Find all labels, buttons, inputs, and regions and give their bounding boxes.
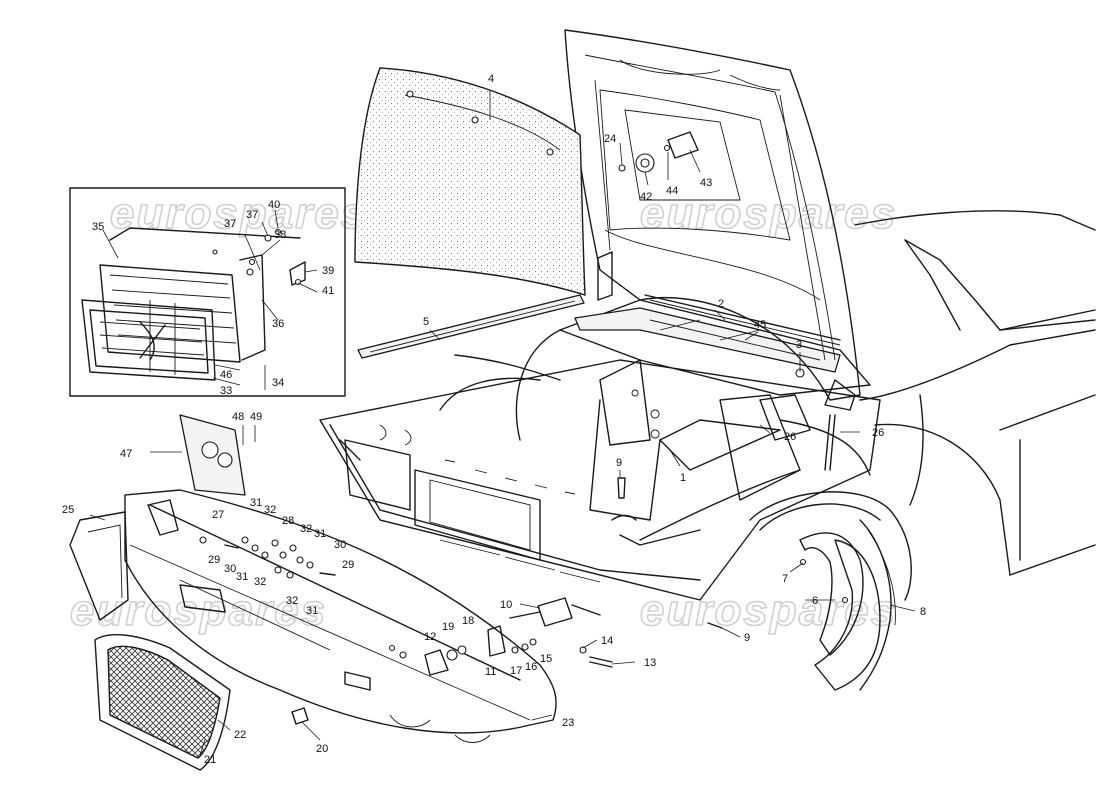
watermark-text: eurospares (640, 189, 897, 238)
engine-bay (439, 251, 871, 546)
callout-23: 23 (562, 717, 574, 729)
callout-5: 5 (423, 316, 429, 328)
callout-20: 20 (316, 743, 328, 755)
inset-grille-assembly (81, 227, 306, 381)
callout-9b: 9 (744, 632, 750, 644)
watermark-group: eurospares eurospares eurospares eurospa… (69, 188, 897, 636)
callout-31c: 31 (314, 528, 326, 540)
callout-8: 8 (920, 606, 926, 618)
callout-27: 27 (212, 509, 224, 521)
callout-43: 43 (700, 177, 712, 189)
callout-31: 31 (250, 497, 262, 509)
leader-lines (89, 90, 916, 756)
callout-29b: 29 (342, 559, 354, 571)
hood-insulation-pad (354, 67, 586, 296)
callout-25: 25 (62, 504, 74, 516)
watermark-text: eurospares (70, 586, 327, 635)
callout-41: 41 (322, 285, 334, 297)
wheel-arch-liner (799, 519, 896, 691)
callout-38: 38 (274, 229, 286, 241)
callout-26: 26 (784, 431, 796, 443)
watermark-text: eurospares (110, 189, 367, 238)
callout-30: 30 (224, 563, 236, 575)
callout-48: 48 (232, 411, 244, 423)
callout-33: 33 (220, 385, 232, 397)
callout-32: 32 (264, 504, 276, 516)
callout-36: 36 (272, 318, 284, 330)
watermark-text: eurospares (640, 586, 897, 635)
callout-9: 9 (616, 457, 622, 469)
callout-44: 44 (666, 185, 678, 197)
callout-47: 47 (120, 448, 132, 460)
callout-7: 7 (782, 573, 788, 585)
callout-32b: 32 (254, 576, 266, 588)
callout-10: 10 (500, 599, 512, 611)
callout-28: 28 (282, 515, 294, 527)
callout-26b: 26 (872, 427, 884, 439)
callout-6: 6 (812, 595, 818, 607)
callout-18: 18 (462, 615, 474, 627)
callout-14: 14 (601, 635, 613, 647)
callout-37b: 37 (246, 209, 258, 221)
callout-24: 24 (604, 133, 616, 145)
callout-17: 17 (510, 665, 522, 677)
pad-clip (406, 90, 414, 98)
callout-16: 16 (525, 661, 537, 673)
callout-42: 42 (640, 191, 652, 203)
callout-labels: 1 2 3 4 5 6 7 8 9 9 10 11 12 13 14 15 16… (62, 73, 926, 766)
callout-45: 45 (754, 319, 766, 331)
callout-29: 29 (208, 554, 220, 566)
hood (564, 29, 861, 401)
callout-46: 46 (220, 369, 232, 381)
inset-frame (69, 187, 346, 397)
pad-clip (546, 148, 554, 156)
callout-21: 21 (204, 754, 216, 766)
callout-34: 34 (272, 377, 284, 389)
callout-3: 3 (796, 339, 802, 351)
bumper-assembly (69, 414, 723, 771)
car-body (319, 210, 1096, 601)
callout-37: 37 (224, 218, 236, 230)
callout-31d: 31 (306, 605, 318, 617)
callout-32d: 32 (286, 595, 298, 607)
callout-1: 1 (680, 472, 686, 484)
callout-30b: 30 (334, 539, 346, 551)
callout-12: 12 (424, 631, 436, 643)
callout-40: 40 (268, 199, 280, 211)
callout-22: 22 (234, 729, 246, 741)
pad-clip (471, 116, 479, 124)
callout-13: 13 (644, 657, 656, 669)
callout-32c: 32 (300, 523, 312, 535)
callout-15: 15 (540, 653, 552, 665)
callout-19: 19 (442, 621, 454, 633)
callout-11: 11 (485, 666, 496, 678)
callout-35: 35 (92, 221, 104, 233)
callout-4: 4 (488, 73, 494, 85)
callout-49: 49 (250, 411, 262, 423)
callout-31b: 31 (236, 571, 248, 583)
callout-2: 2 (718, 298, 724, 310)
callout-39: 39 (322, 265, 334, 277)
